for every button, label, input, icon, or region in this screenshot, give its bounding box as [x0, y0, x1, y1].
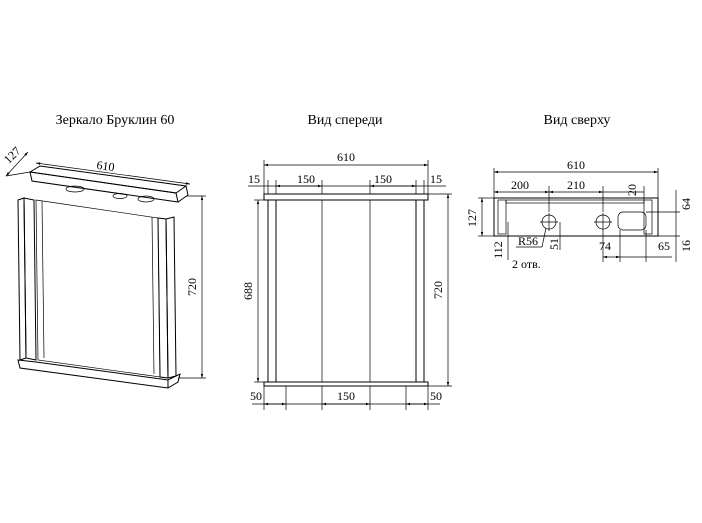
top-dim-hole-offset: 112 — [491, 241, 505, 259]
iso-mirror-panel — [35, 199, 161, 378]
front-dim-height: 720 — [431, 281, 445, 299]
top-radius-leader — [541, 227, 547, 248]
front-right-column — [415, 199, 425, 383]
top-rear-rail — [505, 199, 645, 204]
top-right-board — [643, 199, 653, 235]
top-holes-count: 2 отв. — [512, 257, 541, 271]
top-dim-offset-left: 200 — [511, 178, 529, 192]
iso-cutout-2 — [112, 193, 128, 199]
front-left-column — [267, 199, 277, 383]
front-dim-shelf-left: 150 — [297, 172, 315, 186]
iso-dim-width: 610 — [96, 158, 116, 174]
top-dim-cut-depth: 64 — [679, 198, 693, 210]
iso-mirror-inner-l — [41, 200, 45, 359]
iso-cutout-3 — [137, 195, 155, 203]
title-top-view: Вид сверху — [544, 113, 611, 128]
top-view: 610 200 210 20 127 112 R56 2 отв. 51 7 — [465, 158, 693, 271]
front-view: 610 15 150 150 15 688 720 — [241, 150, 452, 410]
iso-top-panel-front — [29, 171, 179, 203]
iso-bottom-shelf — [17, 359, 181, 389]
iso-dim-height: 720 — [185, 278, 199, 296]
front-bottom-board — [263, 381, 429, 387]
top-dim-cut-width: 65 — [658, 239, 670, 253]
iso-dim-depth-line — [5, 151, 29, 177]
front-dim-inner-height: 688 — [241, 282, 255, 300]
front-top-board — [263, 193, 429, 201]
top-dim-hole-to-cut: 74 — [599, 239, 611, 253]
top-dim-depth: 127 — [465, 209, 479, 227]
iso-dim-depth-ext — [5, 171, 31, 177]
front-dim-width: 610 — [337, 150, 355, 164]
top-outline — [493, 197, 659, 237]
iso-dim-width-line — [35, 162, 191, 185]
top-dim-spacing: 210 — [567, 178, 585, 192]
iso-left-column-front — [23, 197, 37, 361]
title-iso-view: Зеркало Бруклин 60 — [56, 113, 175, 128]
top-left-board — [497, 199, 507, 235]
front-dim-leg-right: 50 — [430, 389, 442, 403]
iso-dim-depth: 127 — [1, 144, 24, 167]
top-dim-right-gap: 20 — [625, 184, 639, 196]
title-front-view: Вид спереди — [307, 113, 383, 128]
iso-view: 127 610 720 — [1, 144, 206, 389]
top-cutout — [617, 211, 647, 231]
top-dim-hole-y: 51 — [547, 238, 561, 250]
front-dim-leg-left: 50 — [250, 389, 262, 403]
iso-top-edge — [185, 185, 189, 196]
iso-right-column-front — [165, 216, 177, 379]
front-dim-side-left: 15 — [248, 172, 260, 186]
top-dim-edge: 16 — [679, 240, 693, 252]
top-dim-radius: R56 — [518, 234, 538, 248]
top-dim-width: 610 — [567, 158, 585, 172]
front-dim-shelf-right: 150 — [374, 172, 392, 186]
iso-cutout-1 — [65, 185, 85, 193]
iso-mirror-inner-r — [151, 216, 155, 375]
front-dim-bottom-mid: 150 — [337, 389, 355, 403]
front-dim-side-right: 15 — [430, 172, 442, 186]
